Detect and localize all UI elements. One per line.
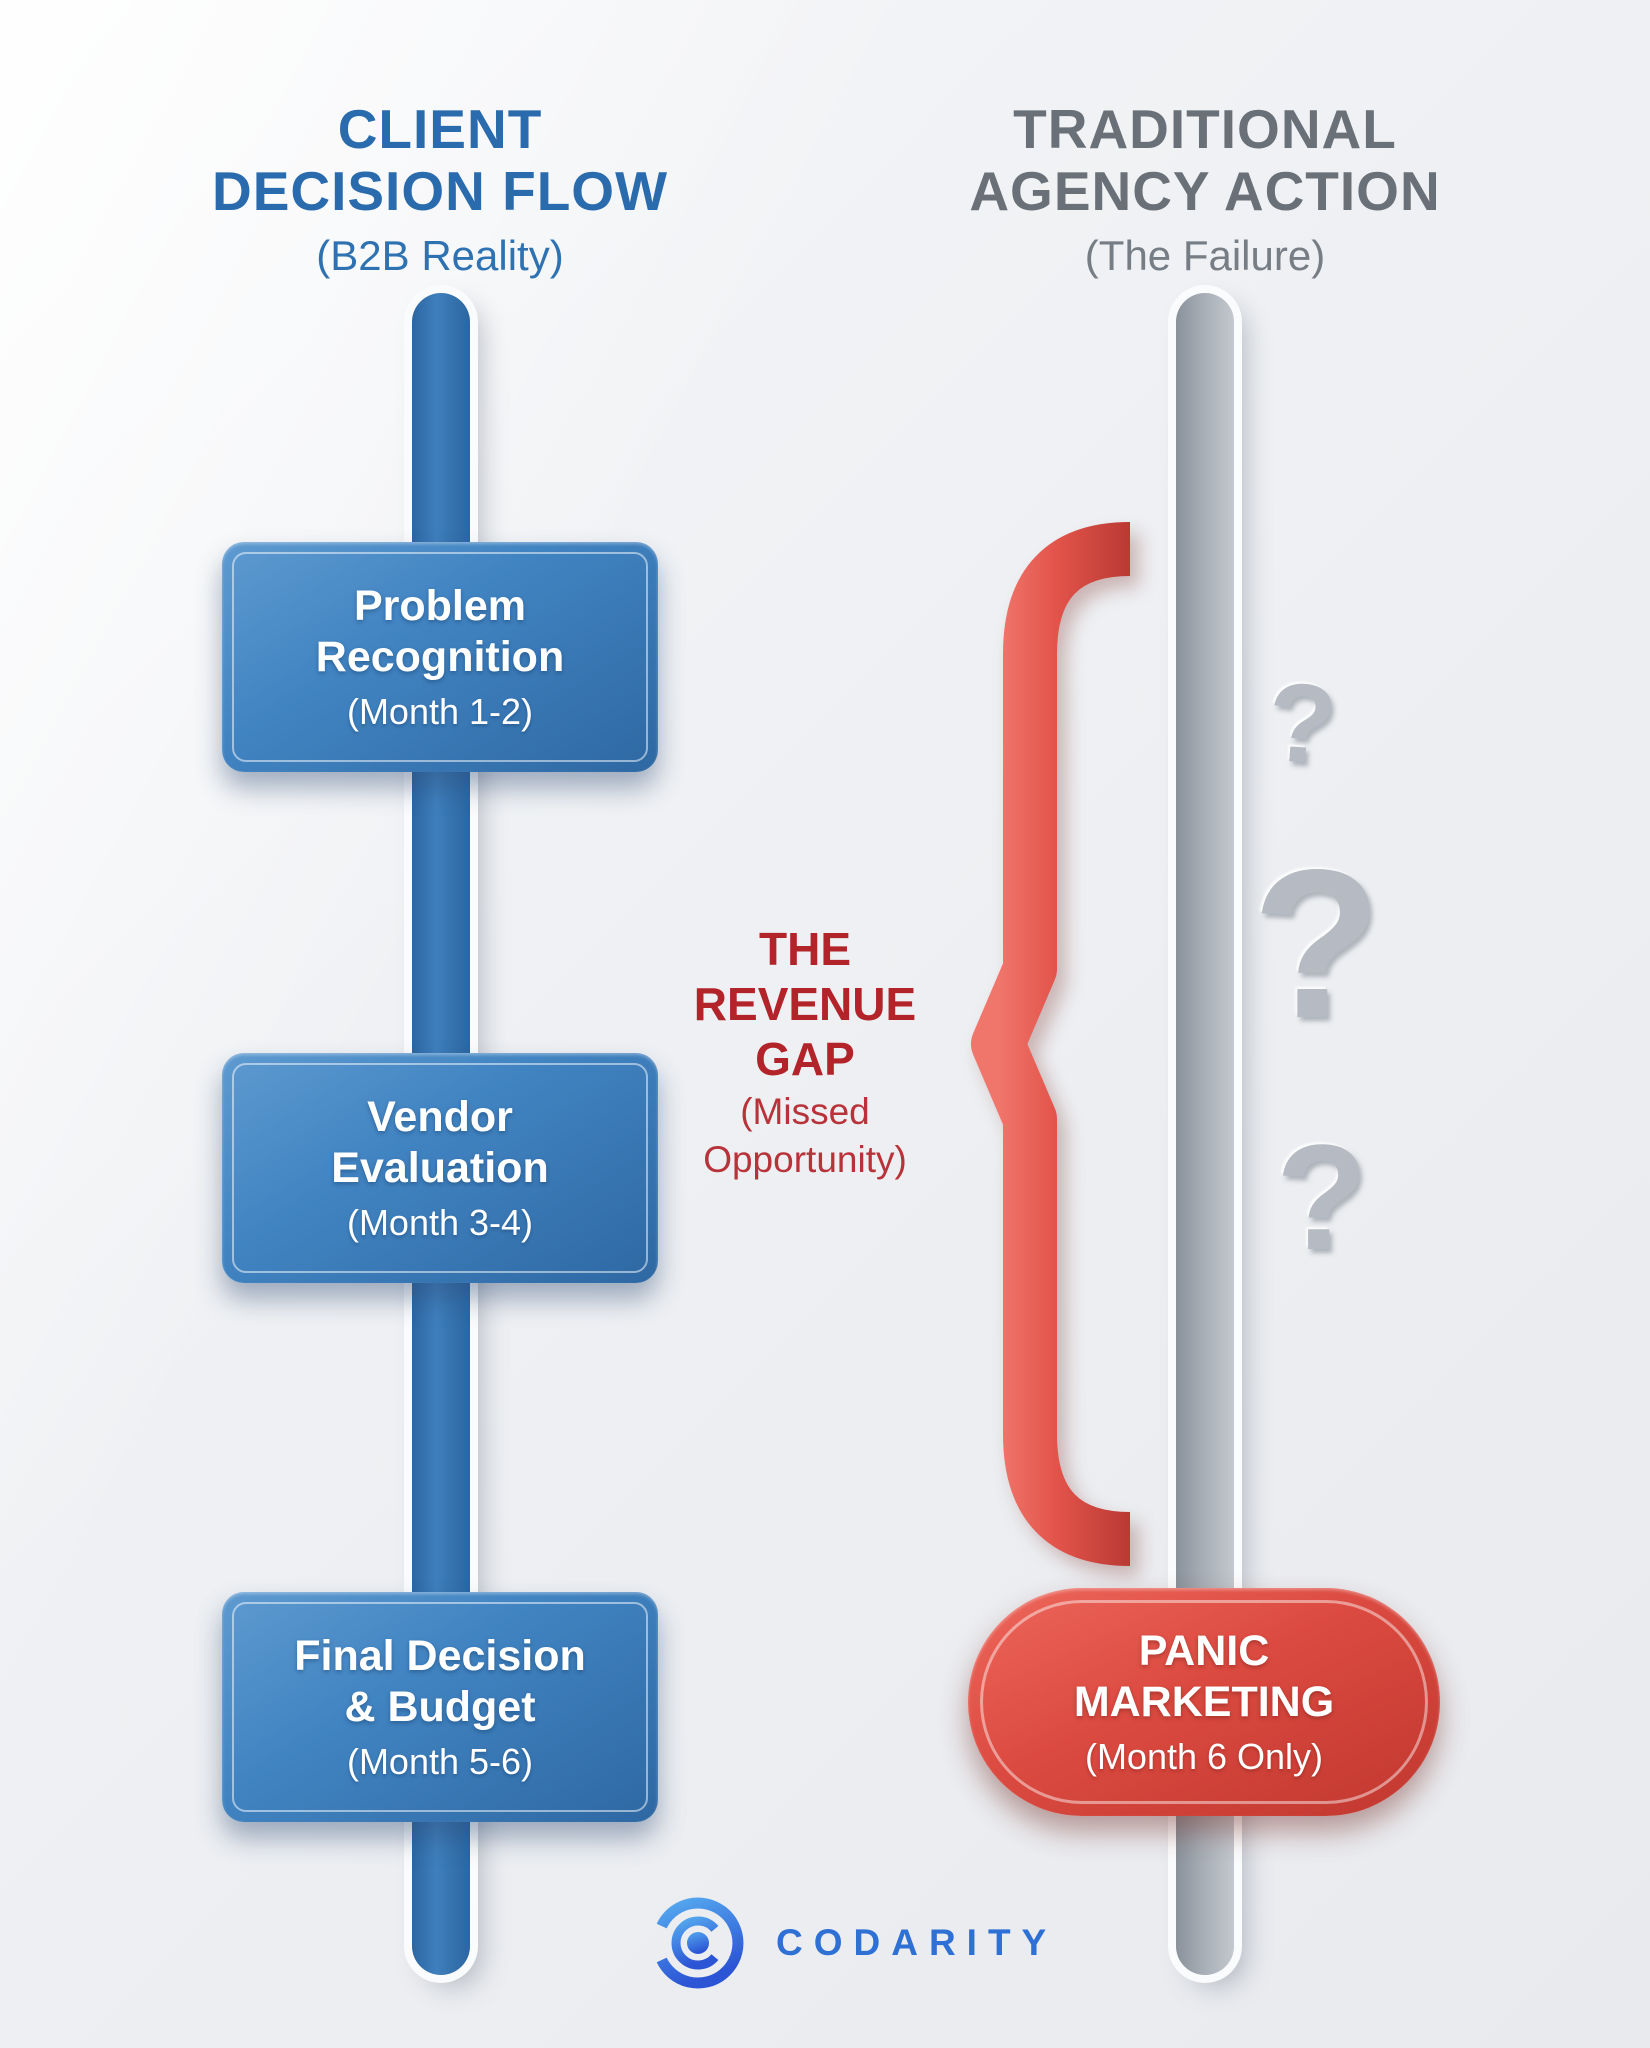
panic-marketing-box: PANIC MARKETING (Month 6 Only) <box>968 1588 1440 1816</box>
agency-action-subtitle: (The Failure) <box>1084 232 1326 280</box>
client-flow-title-line1: CLIENT <box>337 98 543 160</box>
revenue-gap-line4: (Missed <box>740 1090 870 1132</box>
codarity-logo: CODARITY <box>648 1892 1057 1994</box>
stage3-period: (Month 5-6) <box>346 1740 534 1782</box>
agency-action-title-line1: TRADITIONAL <box>1013 98 1397 160</box>
stage3-title-line2: & Budget <box>344 1682 536 1731</box>
panic-title-line2: MARKETING <box>1073 1677 1335 1726</box>
stage1-title-line2: Recognition <box>315 632 565 681</box>
stage2-title-line2: Evaluation <box>331 1143 549 1192</box>
panic-title-line1: PANIC <box>1138 1627 1270 1676</box>
stage2-period: (Month 3-4) <box>346 1201 534 1243</box>
stage3-title-line1: Final Decision <box>294 1632 586 1681</box>
stage1-title-line1: Problem <box>353 582 527 631</box>
revenue-gap-callout: THE REVENUE GAP (Missed Opportunity) <box>600 922 1010 1184</box>
codarity-icon <box>656 1897 744 1989</box>
codarity-wordmark: CODARITY <box>776 1922 1058 1963</box>
question-mark-icon: ? <box>1263 658 1341 789</box>
revenue-gap-line1: THE <box>759 923 851 975</box>
stage-box-vendor-evaluation: Vendor Evaluation (Month 3-4) <box>222 1053 658 1283</box>
revenue-gap-line5: Opportunity) <box>703 1138 907 1180</box>
agency-action-heading: TRADITIONAL AGENCY ACTION (The Failure) <box>895 98 1515 280</box>
question-mark-icon: ? <box>1252 825 1382 1062</box>
stage-box-problem-recognition: Problem Recognition (Month 1-2) <box>222 542 658 772</box>
panic-period: (Month 6 Only) <box>1084 1735 1324 1777</box>
stage-box-final-decision: Final Decision & Budget (Month 5-6) <box>222 1592 658 1822</box>
client-flow-heading: CLIENT DECISION FLOW (B2B Reality) <box>130 98 750 280</box>
revenue-gap-line3: GAP <box>755 1033 855 1086</box>
question-mark-icon: ? <box>1276 1113 1368 1281</box>
stage2-title-line1: Vendor <box>367 1093 513 1142</box>
agency-action-title-line2: AGENCY ACTION <box>969 160 1441 223</box>
stage1-period: (Month 1-2) <box>346 690 534 732</box>
revenue-gap-brace-icon <box>971 522 1131 1566</box>
revenue-gap-line2: REVENUE <box>693 978 917 1031</box>
client-flow-subtitle: (B2B Reality) <box>316 232 564 280</box>
client-flow-title-line2: DECISION FLOW <box>211 160 669 223</box>
